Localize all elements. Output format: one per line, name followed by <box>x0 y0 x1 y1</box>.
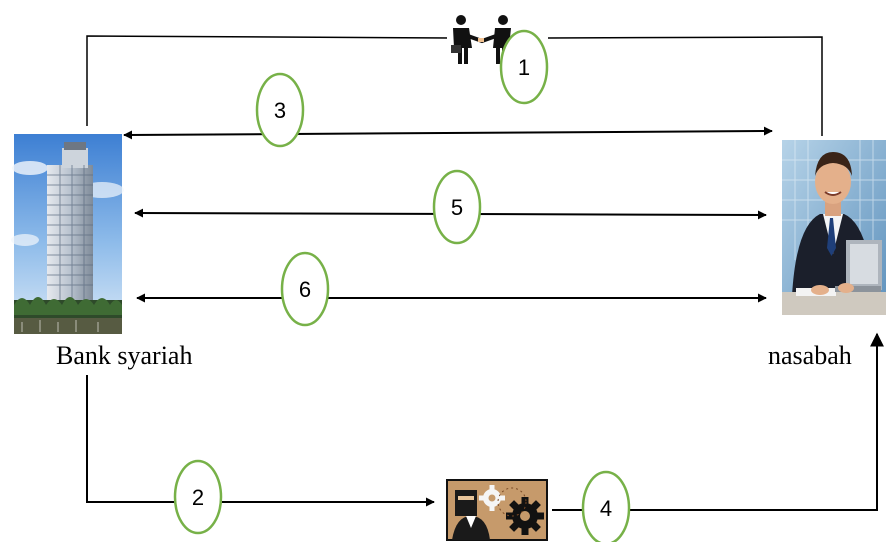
step-circle-2: 2 <box>173 459 223 535</box>
flow-arrow-3 <box>123 126 773 140</box>
flow-arrow-2 <box>86 375 435 507</box>
step-circle-5: 5 <box>432 169 482 245</box>
business-operations-gears-icon <box>446 479 548 541</box>
flow-arrow-4 <box>552 332 884 511</box>
step-number-4: 4 <box>600 496 612 521</box>
businessman-at-laptop-icon <box>782 140 886 315</box>
step-number-1: 1 <box>518 55 530 80</box>
step-circle-3: 3 <box>255 72 305 148</box>
bank-label: Bank syariah <box>56 341 193 370</box>
step-circle-6: 6 <box>280 251 330 327</box>
customer-label: nasabah <box>768 341 852 370</box>
step-number-3: 3 <box>274 98 286 123</box>
bank-building-icon <box>11 134 124 334</box>
step-circle-4: 4 <box>581 470 631 546</box>
step-number-2: 2 <box>192 485 204 510</box>
step-circle-1: 1 <box>499 29 549 105</box>
agreement-connector <box>86 35 451 126</box>
agreement-connector-right <box>547 36 823 136</box>
step-number-6: 6 <box>299 277 311 302</box>
step-number-5: 5 <box>451 195 463 220</box>
